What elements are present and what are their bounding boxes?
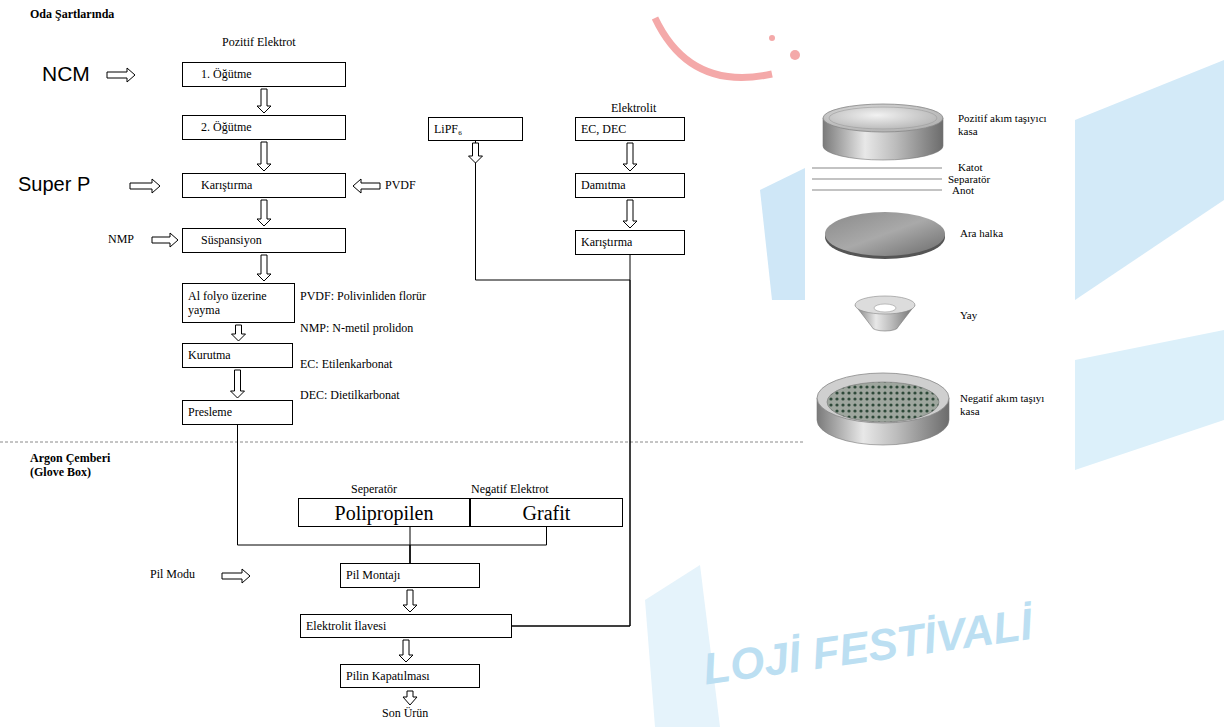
watermark-dot [769,35,775,41]
material-box: ElektrolitEC, DEC [575,117,685,141]
process-box: Al folyo üzerine yayma [182,283,295,323]
input-arrow [107,68,135,82]
node-text: Presleme [188,405,232,419]
spring-hole [874,304,896,312]
node-text: 1. Öğütme [201,67,252,81]
watermark-shape [1075,60,1224,300]
flow-arrow [403,590,417,612]
material-name: Super P [18,173,90,196]
negative-case-rim [817,373,949,423]
flow-arrow [623,143,637,171]
process-box: 1. Öğütme [182,62,346,87]
flow-line [476,141,631,626]
node-text: Al folyo üzerine yayma [188,289,288,318]
node-text: Pil Montajı [346,568,400,582]
abbreviation-note: NMP: N-metil prolidon [300,322,413,336]
section-heading: Argon Çemberi (Glove Box) [30,452,135,480]
input-arrow [130,179,160,193]
separator-layer [812,179,942,180]
input-name: Pil Modu [150,568,195,582]
flow-arrow [257,200,271,226]
process-box: Presleme [182,400,293,425]
part-label: Katot [958,161,982,174]
process-box: Kurutma [182,343,293,368]
cathode-layer [812,168,942,169]
node-text: Polipropilen [335,501,434,525]
flow-arrow [403,691,417,705]
process-box: Pilin Kapatılması [340,664,480,688]
anode-layer [812,190,942,191]
flow-line [410,527,547,563]
abbreviation-note: DEC: Dietilkarbonat [300,389,400,403]
part-label: Ara halka [960,227,1003,240]
process-box: 2. Öğütme [182,115,346,140]
flow-arrow [399,640,413,662]
input-arrow [353,179,380,193]
input-arrow [222,569,250,583]
process-box: Damıtma [575,173,685,198]
node-text: 2. Öğütme [201,120,252,134]
part-label: Yay [960,309,977,322]
watermark-shape [760,168,805,300]
watermark-text: LOJİ FESTİVALİ [700,599,1035,695]
process-box: Karıştırma [182,173,346,198]
watermark-shape [1075,330,1224,470]
flow-arrow [469,143,483,163]
part-label: Negatif akım taşıyı kasa [960,392,1065,417]
input-arrow [152,233,178,247]
component-box: Negatif ElektrotGrafit [470,498,623,527]
node-heading: Seperatör [351,482,397,496]
node-heading: Elektrolit [611,101,656,115]
node-text: EC, DEC [581,122,626,136]
node-text: Damıtma [581,178,626,192]
positive-case-rim [829,107,937,129]
process-box: Elektrolit İlavesi [300,614,512,638]
flow-arrow [257,142,271,171]
node-heading: Negatif Elektrot [471,482,549,496]
abbreviation-note: PVDF: Polivinliden florür [300,290,426,304]
node-text: Elektrolit İlavesi [306,619,386,633]
component-box: SeperatörPolipropilen [298,498,470,527]
node-text: Pilin Kapatılması [346,669,430,683]
material-name: NMP [108,233,134,247]
material-name: NCM [42,62,90,86]
flow-arrow [257,89,271,113]
negative-case-mesh [827,382,939,422]
part-label: Anot [952,184,974,197]
flow-arrow [623,200,637,228]
part-label: Pozitif akım taşıyıcı kasa [958,112,1063,137]
node-text: Karıştırma [201,178,252,192]
material-box: LiPF₆ [428,117,523,141]
flow-arrow [231,370,245,398]
flow-arrow [257,255,271,281]
illustration-panel [805,93,1075,558]
spring-top [855,296,915,314]
flow-arrow [232,325,246,341]
spacer-disk [825,212,945,256]
watermark-arc [655,18,772,78]
column-heading: Pozitif Elektrot [222,36,296,50]
process-box: Pil Montajı [340,563,480,588]
part-label: Separatör [948,173,990,186]
node-text: Kurutma [188,348,231,362]
flow-line [512,255,630,626]
node-text: Grafit [523,501,571,525]
flow-line [238,425,411,563]
process-box: Süspansiyon [182,228,346,253]
watermark-dot [790,50,800,60]
node-text: Karıştırma [581,235,632,249]
material-name: PVDF [385,179,416,193]
process-box: Karıştırma [575,230,685,255]
abbreviation-note: EC: Etilenkarbonat [300,358,392,372]
node-text: LiPF₆ [434,122,462,136]
end-label: Son Ürün [382,707,428,721]
positive-case-top [823,104,943,132]
section-heading: Oda Şartlarında [30,8,114,22]
node-text: Süspansiyon [201,233,262,247]
